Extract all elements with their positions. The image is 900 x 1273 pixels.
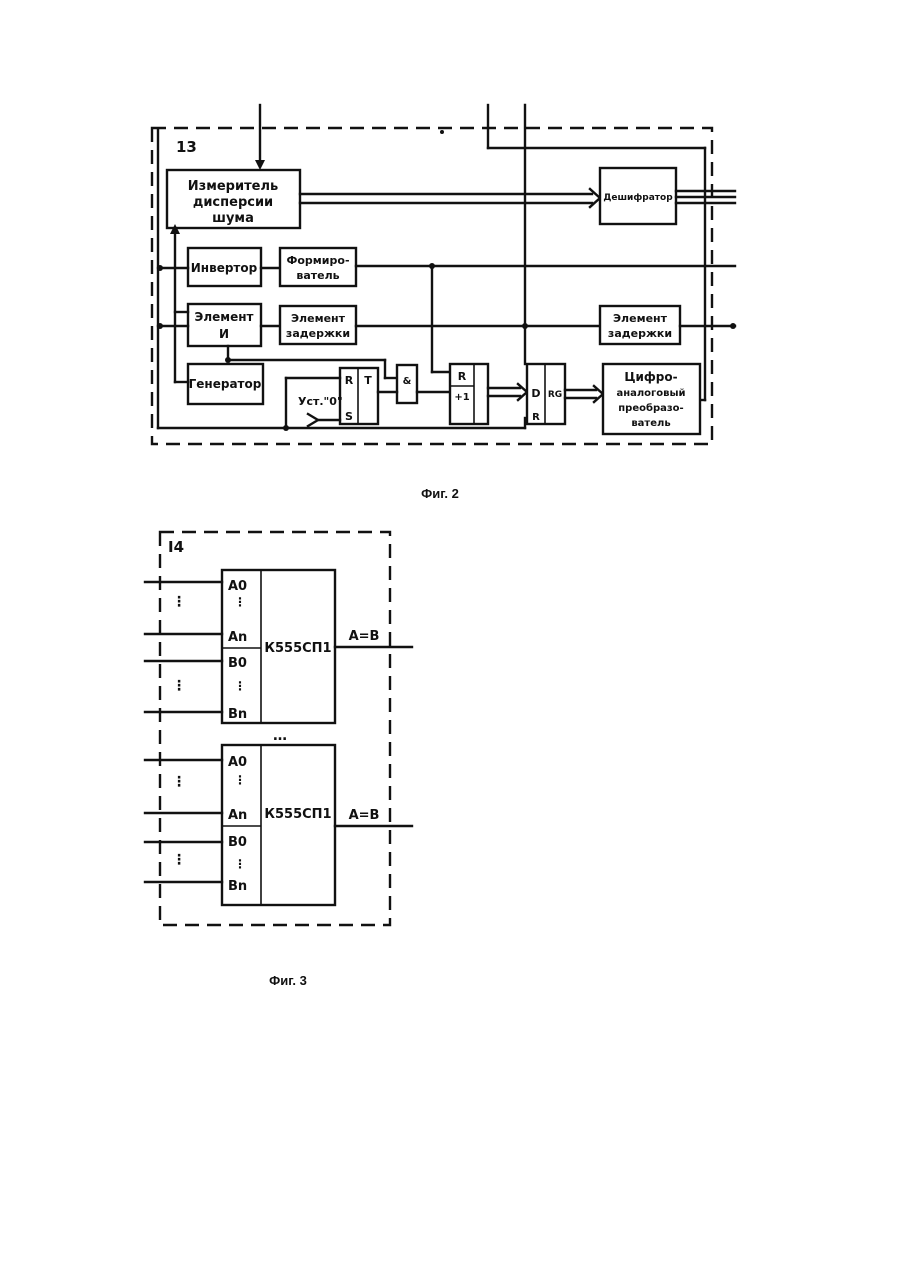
vertical-dots: ⋮ [234, 773, 246, 787]
comparator-1-an: An [228, 630, 247, 645]
reset-label: Уст."0" [298, 395, 343, 408]
comparator-2-b0: B0 [228, 835, 247, 850]
former-line-1: Формиро- [286, 254, 349, 267]
vertical-dots: ⋮ [172, 852, 186, 868]
comparator-1-output: A=B [349, 629, 380, 644]
junction-dot [283, 425, 289, 431]
reset-arrow-icon [308, 414, 318, 426]
register-d-label: D [531, 387, 540, 400]
comparator-2: A0 ⋮ An B0 ⋮ Bn К555СП1 ⋮ ⋮ A=B [145, 745, 412, 905]
vertical-dots: ⋮ [234, 857, 246, 871]
bus-arrow-icon [590, 189, 600, 207]
and-element-line-1: Элемент [195, 310, 254, 324]
comparator-2-bn: Bn [228, 879, 247, 894]
delay-2-line-1: Элемент [613, 312, 668, 325]
delay-1-line-1: Элемент [291, 312, 346, 325]
delay-2-line-2: задержки [608, 327, 672, 340]
noise-meter-line-1: Измеритель [188, 179, 278, 194]
former-line-2: ватель [296, 269, 339, 282]
trigger-t-label: T [364, 374, 372, 387]
dac-line-2: аналоговый [616, 388, 685, 399]
decryptor-label: Дешифратор [603, 193, 673, 203]
junction-dot [225, 357, 231, 363]
block-14-number: I4 [168, 538, 184, 556]
dac-line-1: Цифро- [624, 370, 677, 384]
noise-meter-line-2: дисперсии [193, 195, 273, 210]
delay-1-line-2: задержки [286, 327, 350, 340]
vertical-dots: ⋮ [234, 595, 246, 609]
figure-3: I4 A0 ⋮ An B0 ⋮ Bn К555СП1 ⋮ ⋮ A=B … [145, 532, 412, 988]
vertical-dots: ⋮ [234, 679, 246, 693]
register-rg-label: RG [548, 390, 562, 400]
comparator-1-a0: A0 [228, 579, 247, 594]
junction-dot [157, 265, 163, 271]
comparator-1-b0: B0 [228, 656, 247, 671]
ellipsis: … [273, 728, 287, 744]
bus-arrow-icon [594, 386, 603, 402]
dac-line-3: преобразо- [618, 402, 683, 414]
inverter-label: Инвертор [191, 261, 258, 275]
figure-2: 13 Измеритель дисперсии шума Дешифратор [152, 105, 736, 501]
and-gate-symbol: & [403, 376, 412, 387]
figure-3-caption: Фиг. 3 [269, 973, 307, 988]
speck [440, 130, 444, 134]
and-element-line-2: И [219, 327, 229, 341]
comparator-2-output: A=B [349, 808, 380, 823]
block-13-number: 13 [176, 138, 197, 156]
figure-2-caption: Фиг. 2 [421, 486, 459, 501]
comparator-2-chip: К555СП1 [264, 807, 331, 822]
counter-plus-label: +1 [454, 392, 469, 403]
vertical-dots: ⋮ [172, 774, 186, 790]
junction-dot [730, 323, 736, 329]
bus-arrow-icon [518, 384, 527, 400]
arrow-head-icon [255, 160, 265, 170]
comparator-1: A0 ⋮ An B0 ⋮ Bn К555СП1 ⋮ ⋮ A=B [145, 570, 412, 723]
generator-label: Генератор [189, 377, 262, 391]
comparator-2-an: An [228, 808, 247, 823]
vertical-dots: ⋮ [172, 594, 186, 610]
comparator-1-bn: Bn [228, 707, 247, 722]
junction-dot [157, 323, 163, 329]
comparator-1-chip: К555СП1 [264, 641, 331, 656]
comparator-2-a0: A0 [228, 755, 247, 770]
vertical-dots: ⋮ [172, 678, 186, 694]
noise-meter-line-3: шума [212, 211, 254, 226]
counter-r-label: R [458, 370, 467, 383]
trigger-r-label: R [345, 374, 354, 387]
register-r-label: R [532, 412, 540, 423]
trigger-s-label: S [345, 410, 353, 423]
dac-line-4: ватель [631, 418, 670, 429]
